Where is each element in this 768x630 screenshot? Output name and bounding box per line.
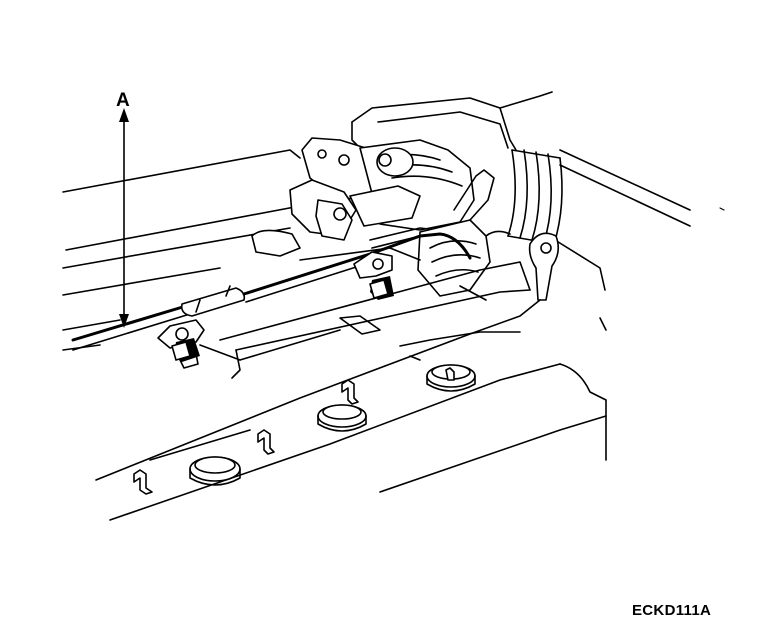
dimension-arrow-a	[119, 108, 129, 328]
figure-code: ECKD111A	[632, 602, 712, 619]
accelerator-cable	[71, 232, 472, 351]
intake-hose	[485, 149, 563, 301]
rocker-cover	[95, 261, 607, 521]
dimension-label-a: A	[116, 90, 130, 111]
cable-clips	[157, 251, 394, 369]
throttle-body	[251, 137, 495, 297]
air-duct	[351, 91, 725, 291]
